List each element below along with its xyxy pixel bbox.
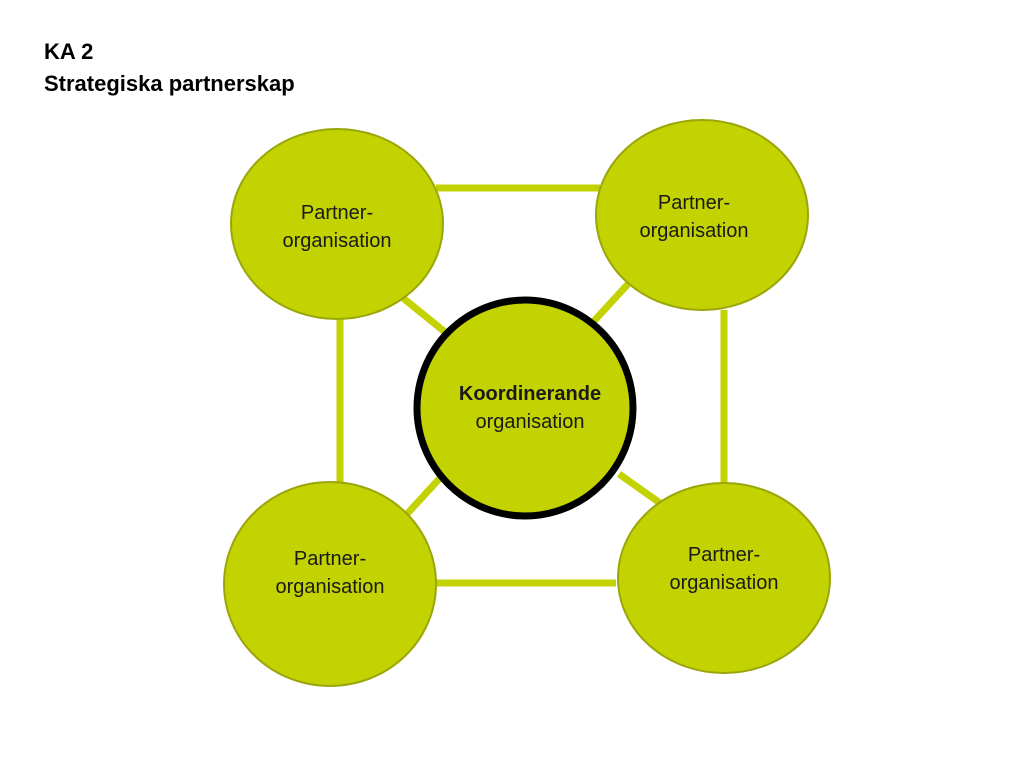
partner-label-bottom-right: Partner- organisation <box>624 541 824 597</box>
coordinator-node <box>413 296 637 520</box>
partner-label-line1: Partner- <box>687 544 761 566</box>
partner-label-line2: organisation <box>639 220 749 242</box>
partner-label-line1: Partner- <box>293 548 367 570</box>
slide-title-line1: KA 2 <box>44 39 94 64</box>
connector-center-top-right <box>591 281 631 324</box>
partner-node-top-left <box>230 128 444 320</box>
partner-label-line2: organisation <box>275 576 385 598</box>
coordinator-label-line1: Koordinerande <box>458 383 602 405</box>
partner-label-top-left: Partner- organisation <box>237 199 437 255</box>
coordinator-label: Koordinerande organisation <box>425 380 635 436</box>
partner-label-line1: Partner- <box>657 192 731 214</box>
partner-label-top-right: Partner- organisation <box>594 189 794 245</box>
slide-title: KA 2 Strategiska partnerskap <box>44 36 295 100</box>
connector-center-bottom-left <box>403 475 443 518</box>
connectors <box>336 184 728 587</box>
slide-title-line2: Strategiska partnerskap <box>44 71 295 96</box>
connector-center-top-left <box>400 295 448 335</box>
connector-center-bottom-right <box>616 471 663 506</box>
partner-node-bottom-left <box>223 481 437 687</box>
coordinator-label-line2: organisation <box>475 411 585 433</box>
partner-node-top-right <box>595 119 809 311</box>
partner-label-line1: Partner- <box>300 202 374 224</box>
partner-label-line2: organisation <box>669 572 779 594</box>
partner-label-bottom-left: Partner- organisation <box>230 545 430 601</box>
partner-label-line2: organisation <box>282 230 392 252</box>
partner-node-bottom-right <box>617 482 831 674</box>
